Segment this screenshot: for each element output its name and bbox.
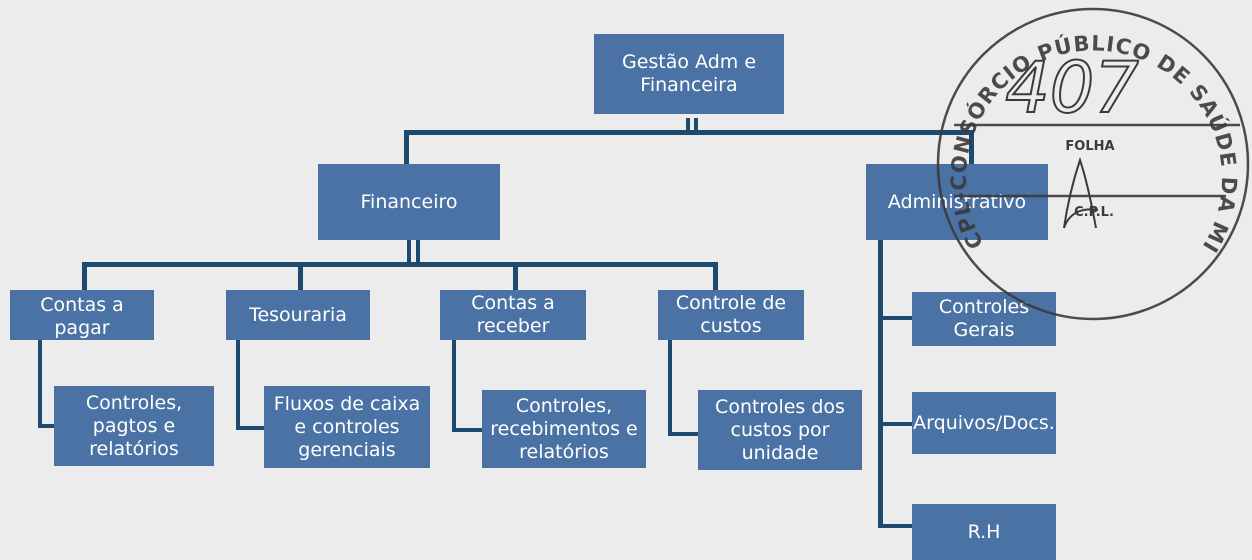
node-rh: R.H — [912, 504, 1056, 560]
connector-to-tesouraria — [298, 262, 303, 290]
connector-admin-arquivos — [878, 422, 912, 426]
connector-root-down-2 — [694, 118, 698, 132]
connector-to-controle-custos — [713, 262, 718, 290]
node-contas-a-receber: Contas a receber — [440, 290, 586, 340]
handwritten-page-number: 407 — [1005, 47, 1139, 129]
connector-receber-vertical — [452, 340, 456, 432]
connector-tesouraria-horizontal — [236, 426, 264, 430]
connector-custos-horizontal — [668, 432, 698, 436]
connector-custos-vertical — [668, 340, 672, 436]
connector-root-down — [686, 118, 690, 132]
connector-to-financeiro — [404, 130, 409, 164]
stamp-folha-label: FOLHA — [1065, 139, 1114, 154]
node-financeiro: Financeiro — [318, 164, 500, 240]
connector-mid-bar — [82, 262, 718, 267]
connector-admin-vertical — [878, 240, 883, 528]
connector-to-administrativo — [969, 130, 974, 164]
node-controle-de-custos: Controle de custos — [658, 290, 804, 340]
connector-pagar-horizontal — [38, 424, 54, 428]
connector-admin-controles — [878, 316, 912, 320]
root-node: Gestão Adm e Financeira — [594, 34, 784, 114]
node-arquivos-docs: Arquivos/Docs. — [912, 392, 1056, 454]
connector-receber-horizontal — [452, 428, 482, 432]
connector-tesouraria-vertical — [236, 340, 240, 430]
node-tesouraria: Tesouraria — [226, 290, 370, 340]
connector-to-contas-pagar — [82, 262, 87, 290]
connector-pagar-vertical — [38, 340, 42, 428]
connector-top-bar — [404, 130, 974, 135]
connector-financeiro-down-2 — [416, 238, 420, 264]
connector-to-contas-receber — [513, 262, 518, 290]
node-detail-tesouraria: Fluxos de caixa e controles gerenciais — [264, 386, 430, 468]
connector-financeiro-down — [407, 238, 411, 264]
node-contas-a-pagar: Contas a pagar — [10, 290, 154, 340]
node-detail-contas-a-pagar: Controles, pagtos e relatórios — [54, 386, 214, 466]
handwritten-signature — [1063, 156, 1099, 229]
node-detail-controle-de-custos: Controles dos custos por unidade — [698, 390, 862, 470]
node-controles-gerais: Controles Gerais — [912, 292, 1056, 346]
node-detail-contas-a-receber: Controles, recebimentos e relatórios — [482, 390, 646, 468]
connector-admin-rh — [878, 524, 912, 528]
